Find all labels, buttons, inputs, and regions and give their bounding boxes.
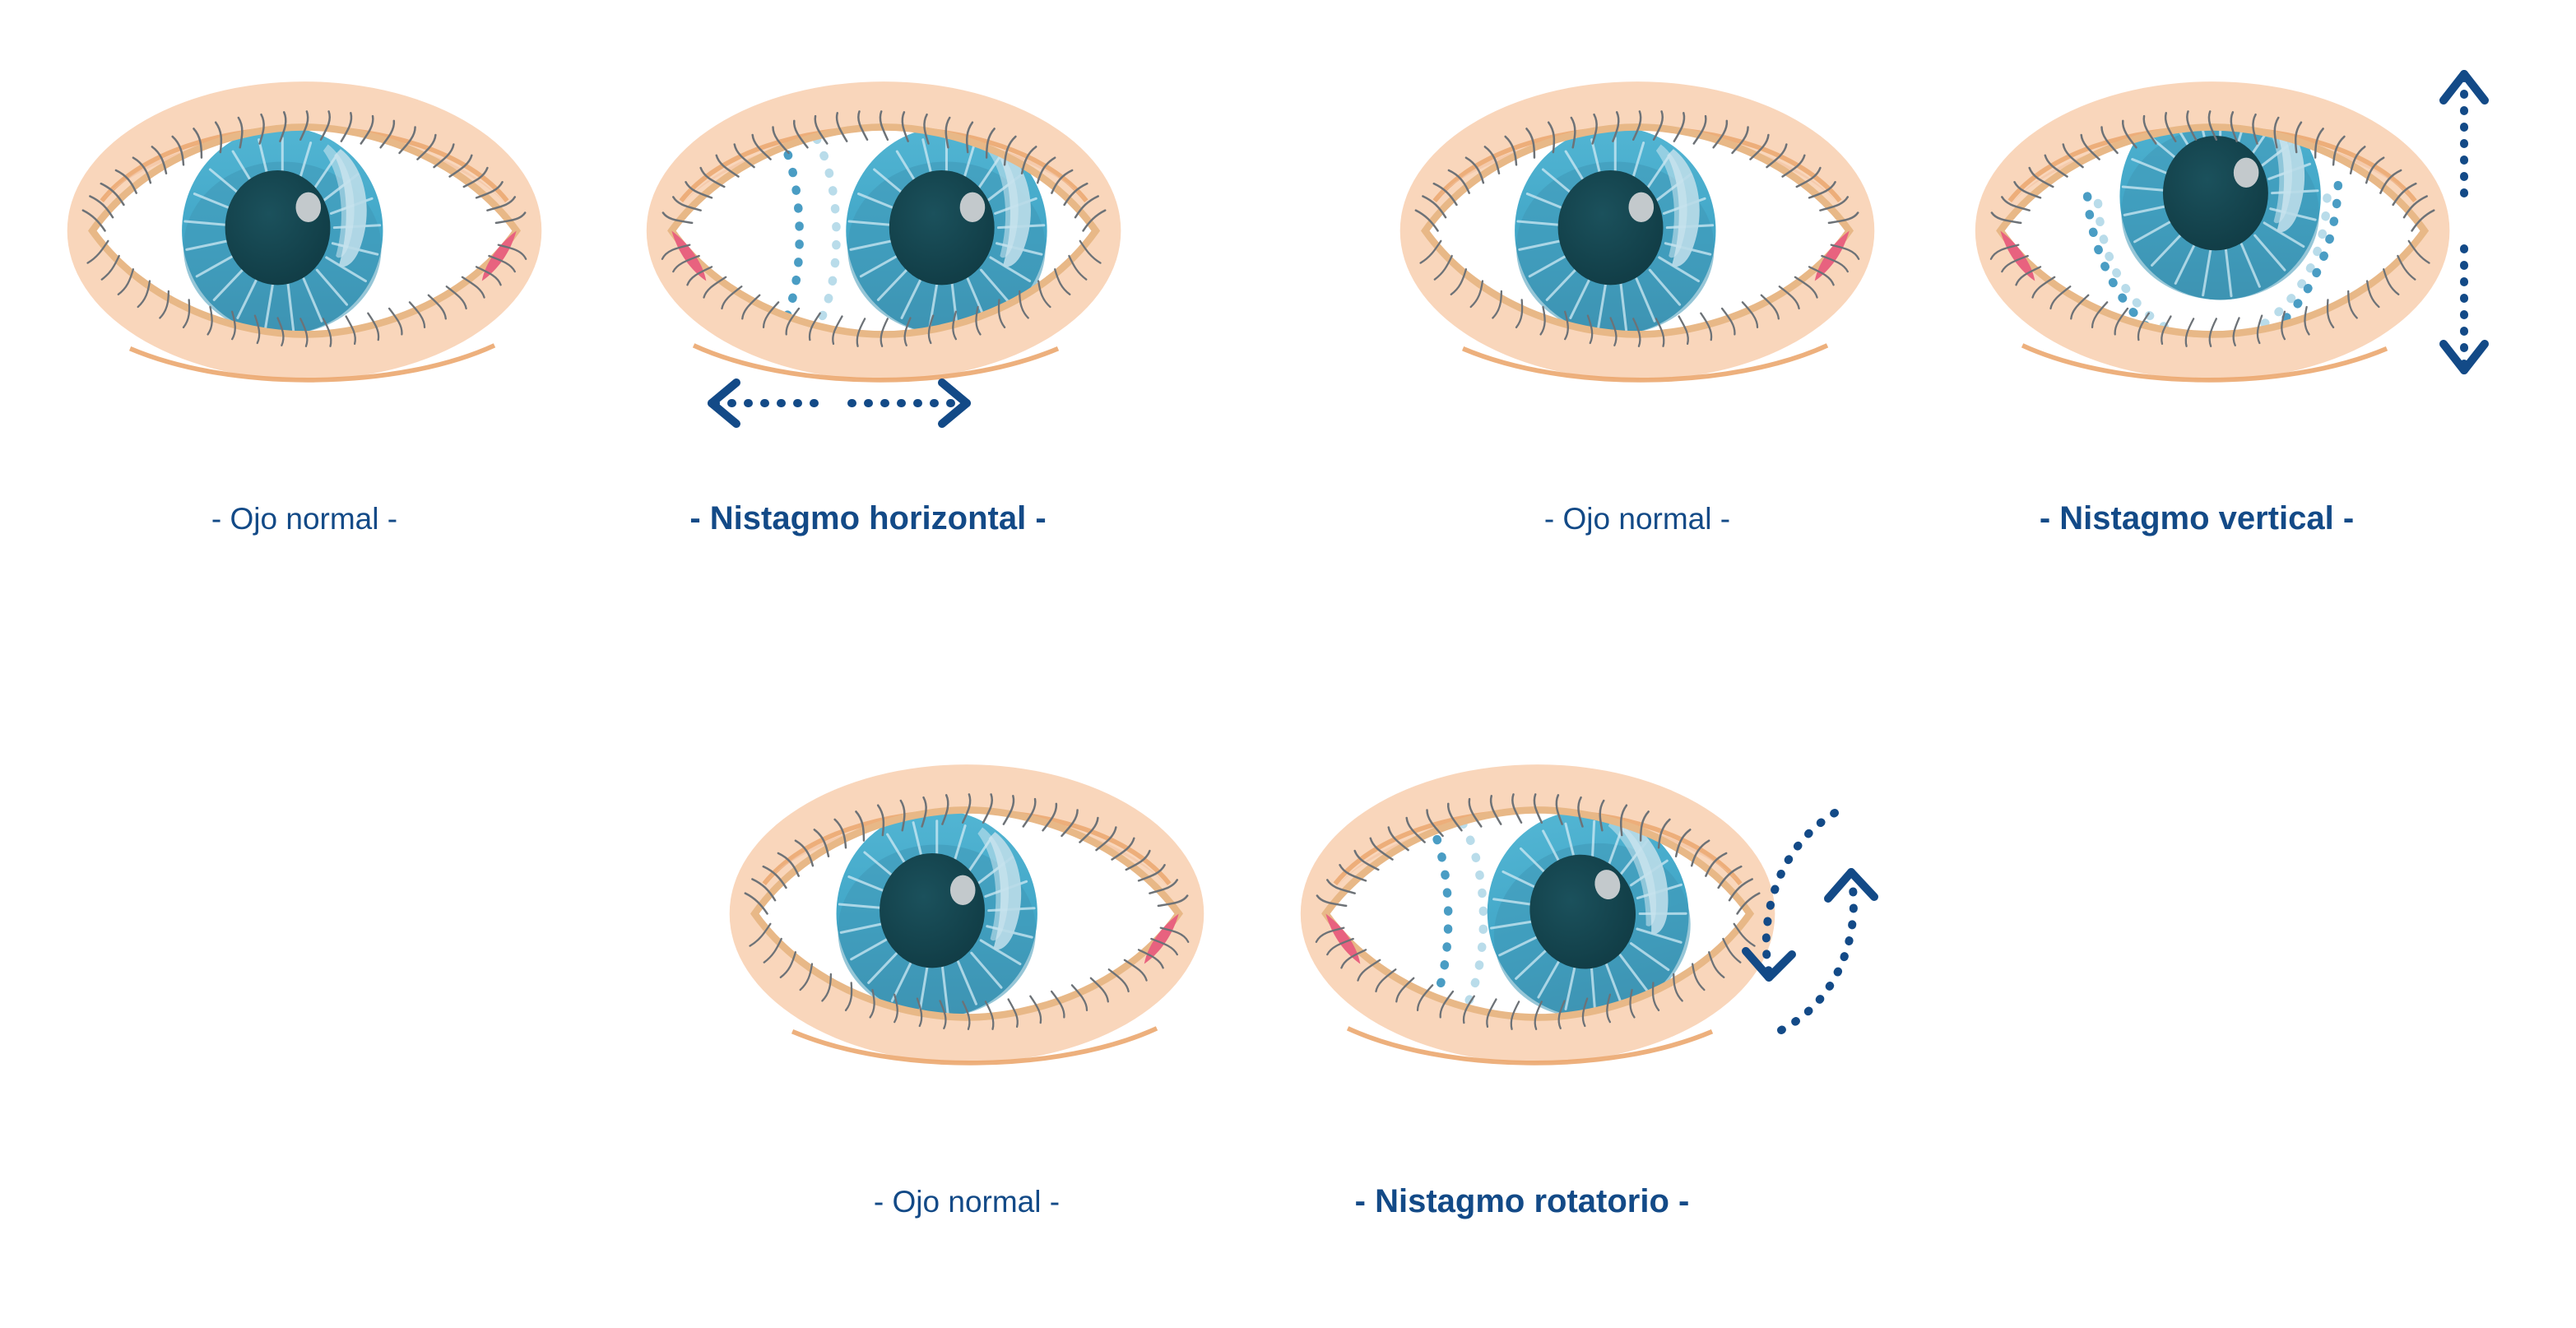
caption-nistagmo-horizontal: - Nistagmo horizontal - bbox=[689, 500, 1047, 536]
eye-illustration-nistagmo-rotatorio bbox=[1267, 749, 1777, 1094]
tear-duct-icon bbox=[1144, 913, 1179, 964]
tear-duct-icon bbox=[2000, 230, 2035, 281]
lower-eyelid-fold bbox=[128, 343, 496, 383]
caption-nistagmo-vertical: - Nistagmo vertical - bbox=[2039, 500, 2355, 536]
rotary-motion-arrow bbox=[1736, 798, 1901, 1045]
rotary-arc-left bbox=[1761, 809, 1839, 977]
motion-trail-arcs bbox=[2082, 180, 2343, 335]
tear-duct-icon bbox=[1814, 230, 1850, 281]
vertical-motion-arrow bbox=[2435, 66, 2493, 378]
eye-svg bbox=[1975, 81, 2450, 383]
tear-duct-icon bbox=[1325, 913, 1361, 964]
eye-illustration-normal-1 bbox=[49, 66, 559, 411]
lid-rim bbox=[1996, 123, 2430, 338]
motion-trail-inner bbox=[802, 127, 841, 335]
caption-normal-1: - Ojo normal - bbox=[211, 502, 398, 536]
eyeball-group bbox=[835, 810, 1039, 1018]
caption-normal-3: - Ojo normal - bbox=[873, 1185, 1061, 1219]
rotary-head-down-right bbox=[1765, 950, 1796, 982]
rotary-head-down-left bbox=[1742, 947, 1773, 982]
motion-trail-inner bbox=[1448, 810, 1488, 1018]
eye-svg bbox=[1300, 764, 1775, 1066]
caption-nistagmo-rotatorio: - Nistagmo rotatorio - bbox=[1354, 1183, 1690, 1219]
arrow-head-right-lower bbox=[938, 399, 971, 428]
eye-svg bbox=[646, 81, 1121, 383]
arrow-head-right-upper bbox=[938, 378, 971, 407]
caption-normal-2: - Ojo normal - bbox=[1543, 502, 1731, 536]
eye-svg bbox=[729, 764, 1204, 1066]
tear-duct-icon bbox=[671, 230, 707, 281]
eye-illustration-nistagmo-horizontal bbox=[613, 66, 1123, 411]
eye-svg bbox=[1399, 81, 1875, 383]
motion-trail-inner bbox=[2093, 193, 2332, 335]
rotary-head-up-right bbox=[1847, 868, 1878, 901]
eye-illustration-normal-2 bbox=[1382, 66, 1892, 411]
horizontal-motion-arrow bbox=[703, 374, 975, 432]
eye-illustration-nistagmo-vertical bbox=[1942, 66, 2452, 411]
rotary-head-up-left bbox=[1824, 868, 1855, 903]
tear-duct-icon bbox=[481, 230, 517, 281]
eyeball-group bbox=[180, 127, 384, 335]
eyeball-group bbox=[1513, 127, 1717, 335]
eye-svg bbox=[67, 81, 542, 383]
eye-illustration-normal-3 bbox=[712, 749, 1222, 1094]
motion-trail-outer bbox=[2082, 180, 2343, 335]
